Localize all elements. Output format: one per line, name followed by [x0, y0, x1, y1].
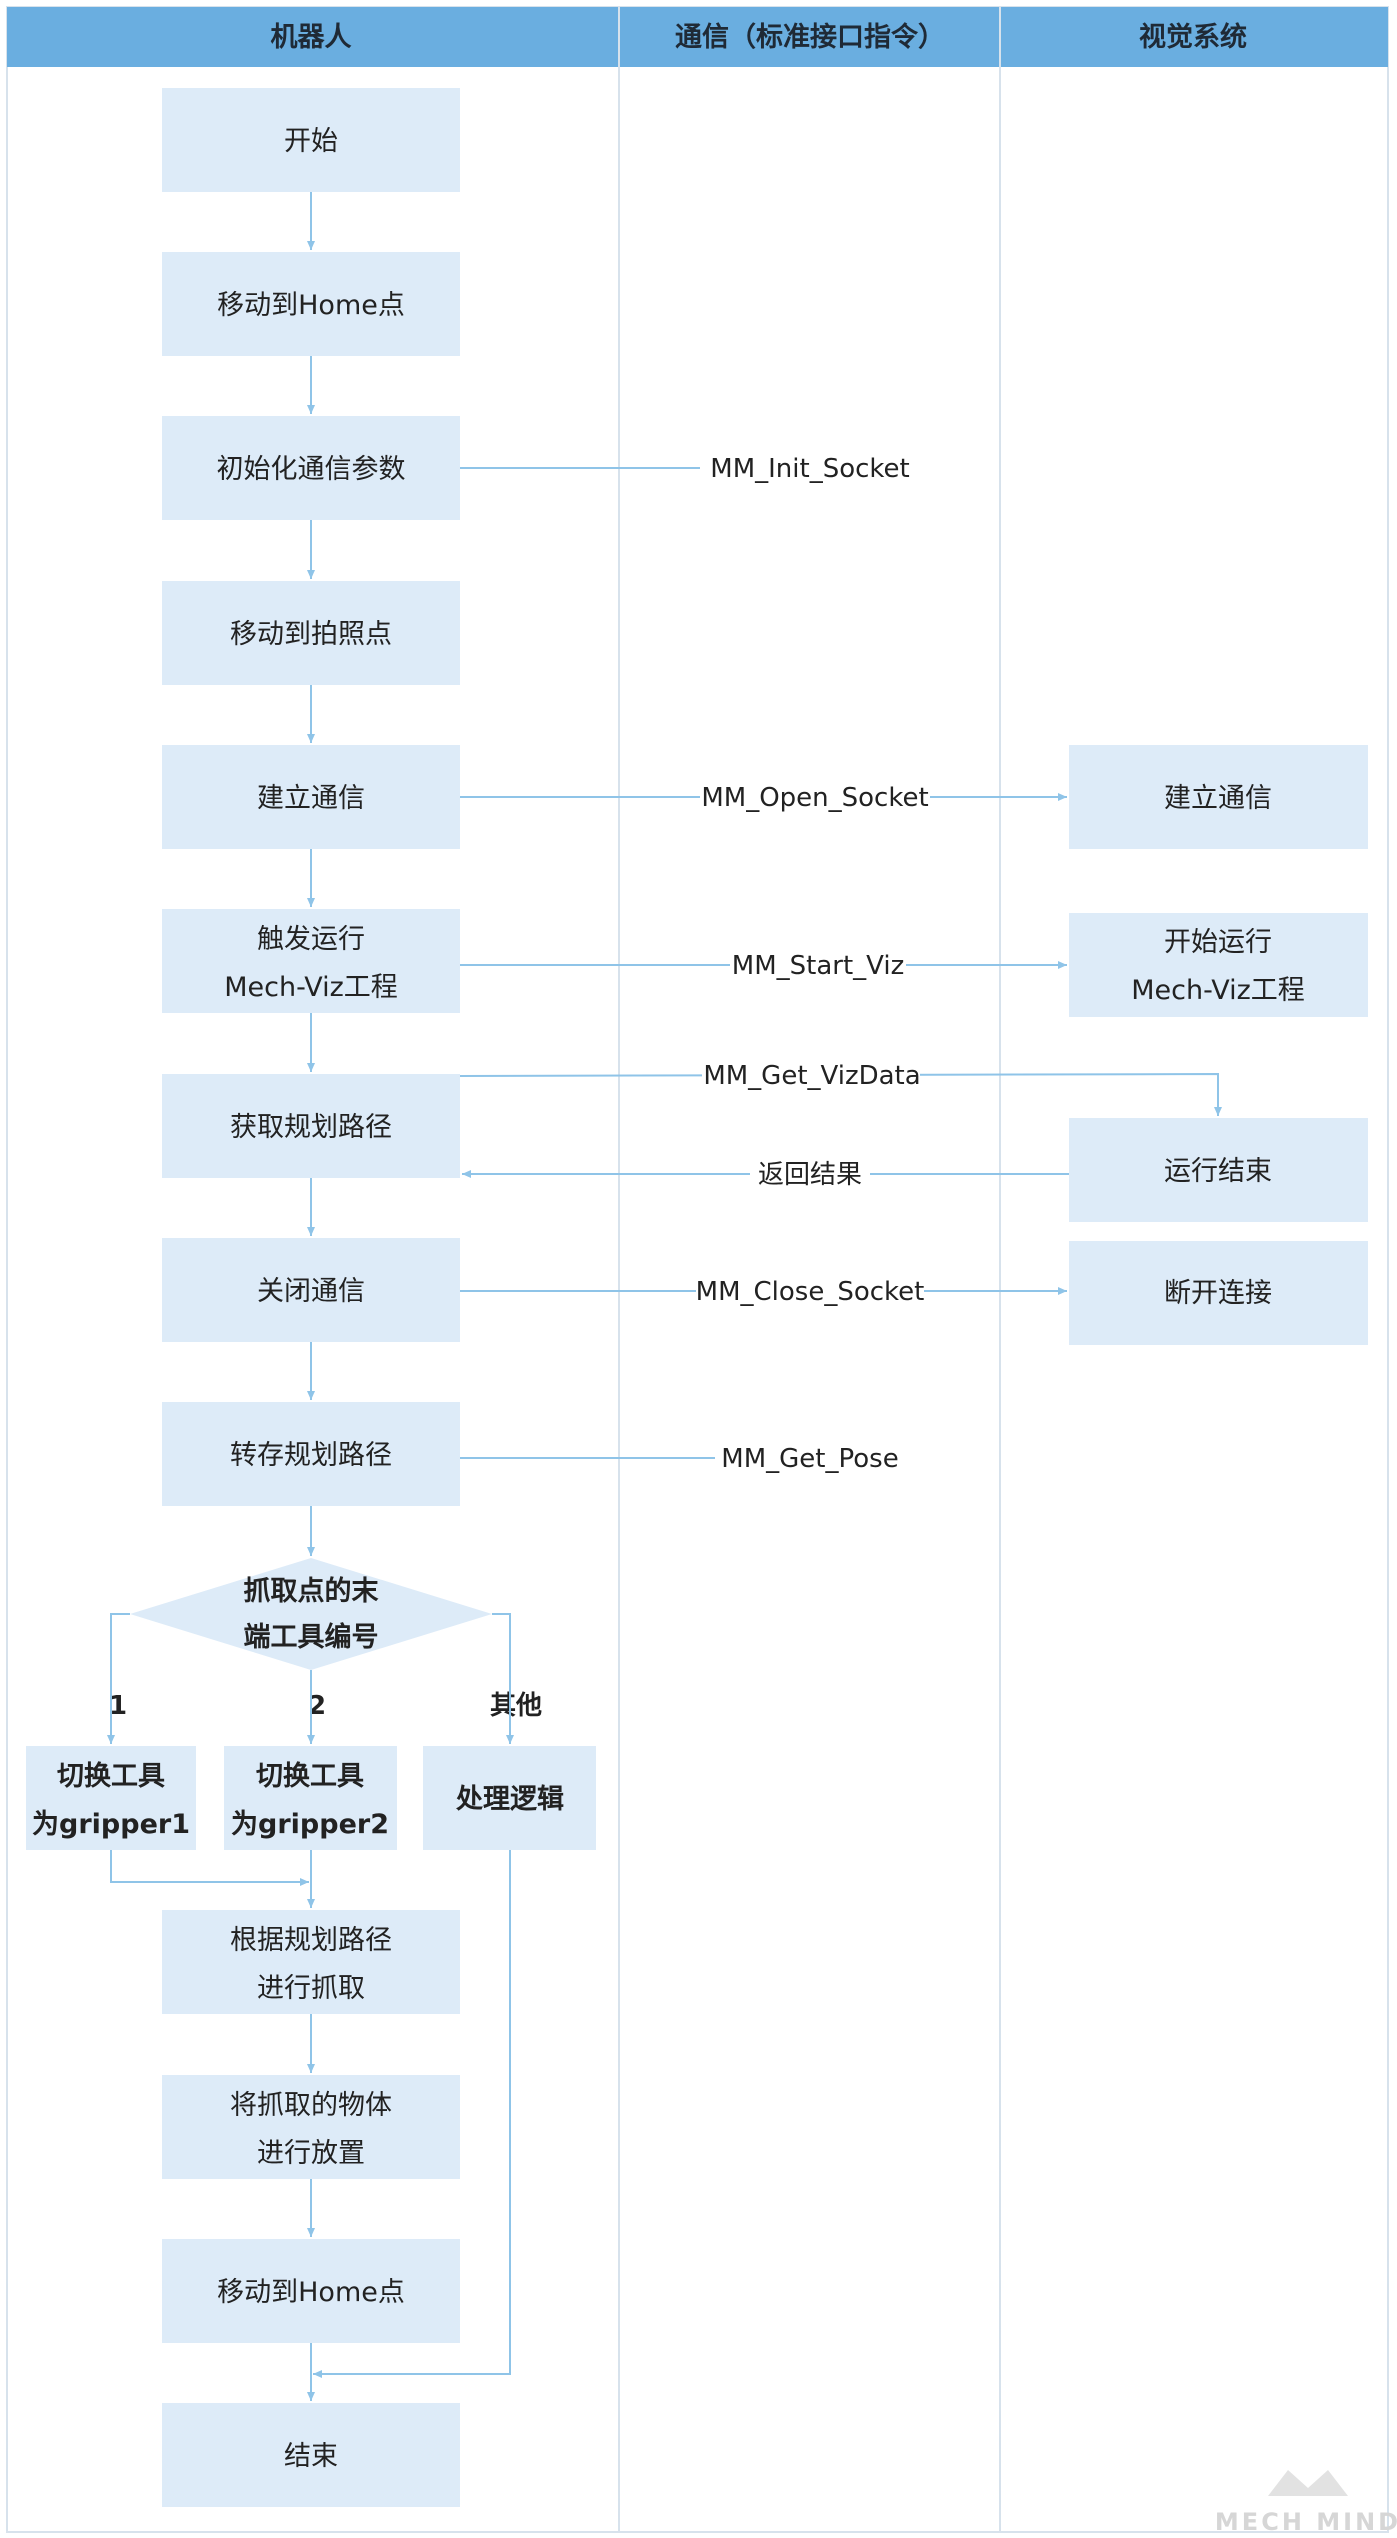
grab-box: [162, 1910, 460, 2014]
other-logic-box: [423, 1746, 596, 1850]
move-home-box: [162, 252, 460, 356]
init-params-node: 初始化通信参数: [162, 416, 460, 520]
vision-run-end-label: 运行结束: [1164, 1156, 1272, 1187]
lane-header-bar: [7, 7, 1388, 67]
vision-connect-label: 建立通信: [1164, 783, 1272, 814]
move-home-final-label: 移动到Home点: [217, 2277, 405, 2308]
grab-label-line-2: 进行抓取: [257, 1973, 365, 2004]
end-node: 结束: [162, 2403, 460, 2507]
trigger-viz-label-line-1: 触发运行: [257, 924, 365, 955]
get-path-box: [162, 1074, 460, 1178]
move-home-final-box: [162, 2239, 460, 2343]
end-label: 结束: [284, 2441, 338, 2472]
watermark-logo-mark: [1268, 2470, 1348, 2496]
decision-label-line-1: 抓取点的末: [244, 1575, 379, 1607]
start-node: 开始: [162, 88, 460, 192]
branch-label-2: 2: [308, 1691, 326, 1721]
mech-mind-watermark: MECH MIND: [1215, 2470, 1397, 2536]
save-path-node: 转存规划路径: [162, 1402, 460, 1506]
connector-other-to-end: [313, 1850, 511, 2378]
robot-connectors: [107, 192, 514, 2401]
watermark-text: MECH MIND: [1215, 2508, 1397, 2536]
message-get-vizdata: MM_Get_VizData: [703, 1061, 920, 1091]
close-comm-label: 关闭通信: [257, 1276, 365, 1307]
branch-label-1: 1: [109, 1691, 127, 1721]
decision-label-line-2: 端工具编号: [244, 1621, 379, 1653]
tool2-box: [224, 1746, 397, 1850]
place-box: [162, 2075, 460, 2179]
tool1-label-line-2: 为gripper1: [32, 1809, 190, 1840]
start-label: 开始: [284, 126, 338, 157]
lane-header-robot: 机器人: [271, 22, 352, 53]
trigger-viz-label-line-2: Mech-Viz工程: [224, 972, 398, 1003]
vision-connect-node: 建立通信: [1069, 745, 1368, 849]
vision-disconnect-node: 断开连接: [1069, 1241, 1368, 1345]
connector-tool1-to-grab: [110, 1850, 309, 1886]
vision-start-run-node: 开始运行 Mech-Viz工程: [1069, 913, 1368, 1017]
message-open-socket: MM_Open_Socket: [701, 783, 928, 813]
tool1-box: [26, 1746, 196, 1850]
trigger-viz-box: [162, 909, 460, 1013]
message-init-socket: MM_Init_Socket: [710, 454, 909, 484]
tool2-label-line-2: 为gripper2: [231, 1809, 389, 1840]
vision-run-end-box: [1069, 1118, 1368, 1222]
close-comm-box: [162, 1238, 460, 1342]
vision-connect-box: [1069, 745, 1368, 849]
message-return-result: 返回结果: [758, 1160, 862, 1190]
move-photo-node: 移动到拍照点: [162, 581, 460, 685]
tool1-label-line-1: 切换工具: [57, 1761, 165, 1792]
tool2-label-line-1: 切换工具: [256, 1761, 364, 1792]
vision-disconnect-box: [1069, 1241, 1368, 1345]
grab-node: 根据规划路径 进行抓取: [162, 1910, 460, 2014]
tool2-node: 切换工具 为gripper2: [224, 1746, 397, 1850]
connector-decision-to-other: [492, 1613, 514, 1744]
start-box: [162, 88, 460, 192]
vision-disconnect-label: 断开连接: [1164, 1278, 1272, 1309]
robot-connect-box: [162, 745, 460, 849]
vision-run-end-node: 运行结束: [1069, 1118, 1368, 1222]
vision-start-run-label-line-2: Mech-Viz工程: [1131, 975, 1305, 1006]
get-path-label: 获取规划路径: [230, 1112, 392, 1143]
lane-header-communication: 通信（标准接口指令）: [675, 21, 945, 53]
connector-decision-to-tool1: [107, 1613, 130, 1744]
trigger-viz-node: 触发运行 Mech-Viz工程: [162, 909, 460, 1013]
init-params-box: [162, 416, 460, 520]
decision-node: 抓取点的末 端工具编号: [130, 1558, 492, 1670]
move-home-label: 移动到Home点: [217, 290, 405, 321]
save-path-label: 转存规划路径: [230, 1440, 392, 1471]
message-get-pose: MM_Get_Pose: [721, 1444, 898, 1474]
message-close-socket: MM_Close_Socket: [696, 1277, 925, 1307]
robot-connect-node: 建立通信: [162, 745, 460, 849]
get-path-node: 获取规划路径: [162, 1074, 460, 1178]
return-result-label-bg: [750, 1157, 870, 1191]
robot-connect-label: 建立通信: [257, 783, 365, 814]
other-logic-label: 处理逻辑: [455, 1784, 564, 1815]
move-photo-label: 移动到拍照点: [230, 619, 392, 650]
vision-start-run-box: [1069, 913, 1368, 1017]
move-home-final-node: 移动到Home点: [162, 2239, 460, 2343]
other-logic-node: 处理逻辑: [423, 1746, 596, 1850]
decision-diamond: [130, 1558, 492, 1670]
open-socket-label-bg: [700, 780, 930, 814]
place-node: 将抓取的物体 进行放置: [162, 2075, 460, 2179]
end-box: [162, 2403, 460, 2507]
move-home-node: 移动到Home点: [162, 252, 460, 356]
get-vizdata-label-bg: [702, 1058, 920, 1092]
close-comm-node: 关闭通信: [162, 1238, 460, 1342]
init-params-label: 初始化通信参数: [217, 454, 406, 485]
place-label-line-2: 进行放置: [257, 2138, 365, 2169]
place-label-line-1: 将抓取的物体: [230, 2090, 392, 2121]
branch-label-other: 其他: [490, 1691, 542, 1721]
save-path-box: [162, 1402, 460, 1506]
message-start-viz: MM_Start_Viz: [732, 951, 904, 981]
close-socket-label-bg: [696, 1274, 924, 1308]
vision-start-run-label-line-1: 开始运行: [1164, 927, 1272, 958]
move-photo-box: [162, 581, 460, 685]
tool1-node: 切换工具 为gripper1: [26, 1746, 196, 1850]
grab-label-line-1: 根据规划路径: [230, 1925, 392, 1956]
lane-header-vision: 视觉系统: [1139, 21, 1247, 53]
start-viz-label-bg: [730, 948, 906, 982]
